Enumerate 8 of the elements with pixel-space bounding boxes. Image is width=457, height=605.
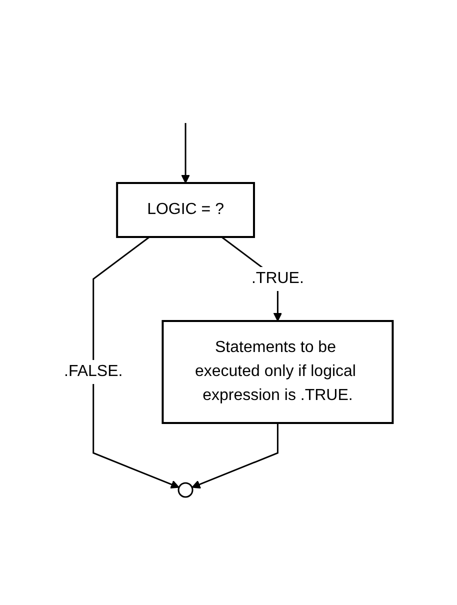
edge-label: .FALSE.	[64, 362, 123, 380]
junction-circle	[178, 482, 194, 498]
edge-label: .TRUE.	[252, 270, 304, 286]
arrow	[192, 422, 279, 488]
arrow	[92, 236, 180, 488]
node-box: Statements to be executed only if logical expression is .TRUE.	[162, 320, 394, 424]
node-box: LOGIC = ?	[116, 182, 256, 238]
arrow	[181, 122, 190, 183]
